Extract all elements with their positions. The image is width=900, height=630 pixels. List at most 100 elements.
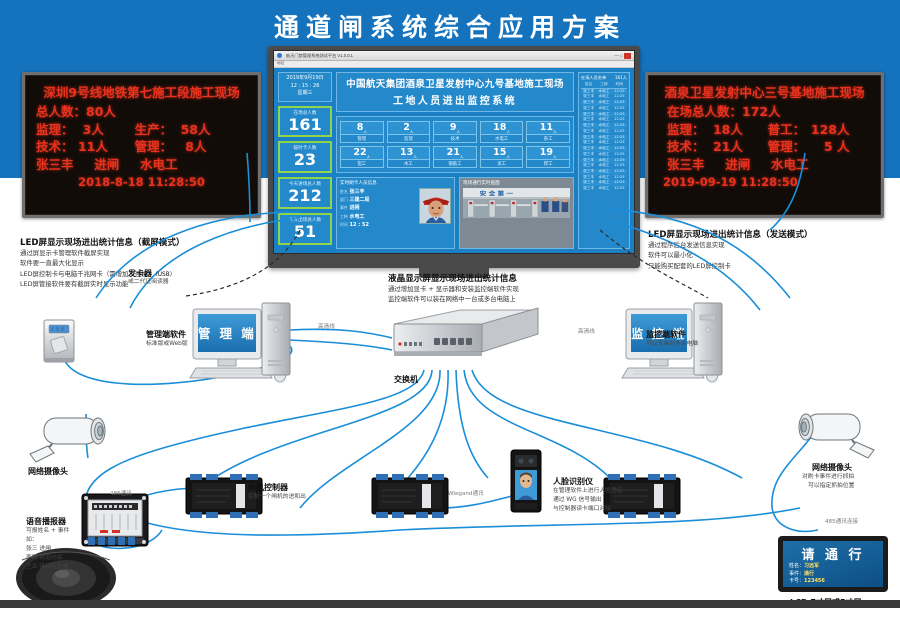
swipe-field-key: 事件 <box>340 205 348 211</box>
job-count-cell[interactable]: 19人焊工 <box>526 146 570 169</box>
sub2-face: 通过 WG 信号输出 <box>553 497 602 503</box>
roster-cell: 水电工 <box>598 105 610 110</box>
job-count-value: 21人 <box>446 147 464 159</box>
roster-cell: 12:25 <box>614 174 625 179</box>
card-issuer-device <box>43 319 75 363</box>
job-count-cell[interactable]: 18人水电工 <box>479 121 524 144</box>
clock-time: 12 : 15 : 26 <box>290 82 320 89</box>
job-count-unit: 人 <box>413 154 417 159</box>
app-icon <box>277 53 282 58</box>
system-header: 中国航天集团酒泉卫星发射中心九号基地施工现场 工地人员进出监控系统 <box>336 72 574 112</box>
roster-cell: 12:25 <box>614 180 625 185</box>
window-controls[interactable]: — □ <box>614 52 631 59</box>
roster-cell: 张三丰 <box>583 163 595 168</box>
swipe-field: 部门 三建二局 <box>340 196 417 204</box>
roster-cell: 张三丰 <box>583 134 595 139</box>
caption-center: 液晶显示屏显示现场进出统计信息 通过增加显卡 + 显示器和安装监控端软件实现 监… <box>388 274 519 304</box>
job-count-label: 水电工 <box>480 134 523 143</box>
swipe-field-key: 部门 <box>340 196 348 202</box>
job-count-cell[interactable]: 13人木工 <box>386 146 431 169</box>
monitor-screen: 航天门禁管理系统测试平台 V1.0.0.1 — □ 地址 2019年9月19日 … <box>273 50 635 254</box>
swipe-field: 工种 水电工 <box>340 213 417 221</box>
roster-cell: 张三丰 <box>583 140 595 145</box>
roster-cell: 水电工 <box>598 157 610 162</box>
roster-cell: 水电工 <box>598 174 610 179</box>
lcd-field-key: 事件： <box>789 570 805 577</box>
stats-sidebar: 2019年9月19日 12 : 15 : 26 星期三 在场总人数 161 临时… <box>278 72 332 249</box>
job-count-value: 11人 <box>539 122 557 134</box>
led-left-datetime: 2018-8-18 11:28:50 <box>78 174 205 189</box>
wire-label-hd-left: 高清线 <box>318 324 335 330</box>
roster-cell: 12:25 <box>614 186 625 191</box>
minimize-icon[interactable]: — <box>614 52 619 58</box>
job-count-value: 15人 <box>493 147 510 159</box>
roster-cell: 12:25 <box>614 100 625 105</box>
speaker-device <box>16 548 116 608</box>
clock-weekday: 星期三 <box>297 90 313 96</box>
lcd-field: 卡号：123456 <box>783 578 883 586</box>
job-count-label: 杂工 <box>527 134 569 143</box>
job-count-cell[interactable]: 11人杂工 <box>526 121 570 144</box>
led-left-total: 总人数：80人 <box>36 103 116 119</box>
led-right-title: 酒泉卫星发射中心三号基地施工现场 <box>664 85 865 100</box>
job-count-unit: 人 <box>506 154 510 159</box>
job-count-unit: 人 <box>363 129 367 134</box>
roster-cell: 张三丰 <box>583 117 595 122</box>
led-left-row2: 技术： 11人 管理： 8人 <box>36 139 207 155</box>
network-switch-device <box>393 307 539 356</box>
job-count-cell[interactable]: 22人钳工 <box>340 146 384 169</box>
job-count-cell[interactable]: 9人技术 <box>433 121 477 144</box>
swipe-field-value: 进闸 <box>347 205 360 212</box>
roster-cell: 12:25 <box>614 146 625 151</box>
roster-cell: 12:25 <box>614 105 625 110</box>
job-count-cell[interactable]: 2人监理 <box>386 121 431 144</box>
job-count-cell[interactable]: 15人泥工 <box>479 146 524 169</box>
lcd-monitor: 航天门禁管理系统测试平台 V1.0.0.1 — □ 地址 2019年9月19日 … <box>268 46 640 278</box>
swipe-info-panel: 实时刷卡人员信息 姓名 张三丰部门 三建二局事件 进闸工种 水电工时间 12 :… <box>336 177 455 249</box>
swipe-field-value: 三建二局 <box>347 196 370 203</box>
roster-title-row: 在场人员名单 161人 <box>581 75 627 80</box>
job-count-cell[interactable]: 8人管理 <box>340 121 384 144</box>
address-bar[interactable]: 地址 <box>274 61 634 68</box>
roster-cell: 12:25 <box>614 128 625 133</box>
maximize-icon[interactable]: □ <box>620 52 623 58</box>
job-count-cell[interactable]: 21人钢筋工 <box>433 146 477 169</box>
lcd-field-value: 通行 <box>804 570 815 577</box>
close-icon[interactable] <box>624 52 631 59</box>
roster-cell: 张三丰 <box>583 128 595 133</box>
hd-cable <box>185 229 709 299</box>
swipe-field: 事件 进闸 <box>340 204 417 212</box>
lcd-field-value: 123456 <box>804 578 825 584</box>
page-title: 通道闸系统综合应用方案 <box>273 13 626 42</box>
roster-cell: 12:25 <box>614 157 625 162</box>
window-titlebar: 航天门禁管理系统测试平台 V1.0.0.1 — □ <box>274 51 634 61</box>
roster-cell: 张三丰 <box>583 94 595 99</box>
led-left-row1: 监理： 3人 生产： 58人 <box>36 121 211 137</box>
job-count-unit: 人 <box>553 129 557 134</box>
swipe-field: 姓名 张三丰 <box>340 188 417 196</box>
led-right-row1: 监理： 18人 普工： 128人 <box>667 121 850 137</box>
job-count-value: 19人 <box>539 147 557 159</box>
wire-bundle <box>62 152 819 550</box>
